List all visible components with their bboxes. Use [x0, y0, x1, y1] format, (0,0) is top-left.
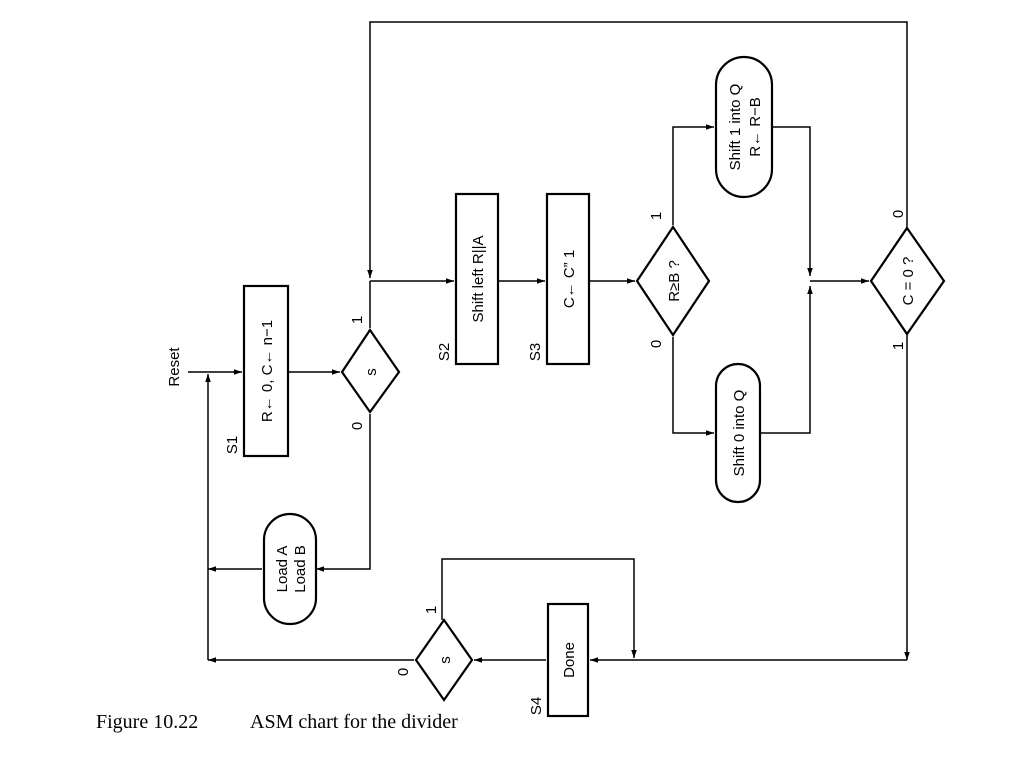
state-s4-name: S4 — [528, 697, 545, 715]
state-s2-text: Shift left R||A — [470, 236, 487, 323]
state-s1-text: R← 0, C← n−1 — [259, 320, 276, 422]
decision-s-bottom-shape — [414, 618, 474, 702]
s-false-line — [316, 414, 371, 572]
decision-c-zero-true-label: 1 — [890, 342, 907, 350]
s-bottom-true-line — [441, 558, 637, 658]
decision-s-top-text: s — [363, 368, 380, 376]
decision-s-top-false-label: 0 — [349, 422, 366, 430]
state-s3: C← C” 1 — [545, 192, 591, 366]
state-s4-box — [546, 602, 590, 718]
output-shift1-shape — [714, 55, 774, 199]
output-shift1-line1: Shift 1 into Q — [727, 84, 744, 171]
output-load-line2: Load B — [292, 545, 309, 593]
decision-c-zero: C = 0 ? — [869, 226, 946, 336]
decision-s-top: s — [340, 328, 401, 414]
output-shift0-shape — [714, 362, 762, 504]
state-s4-text: Done — [561, 642, 578, 678]
state-s2: Shift left R||A — [454, 192, 500, 366]
state-s2-name: S2 — [436, 343, 453, 361]
decision-r-ge-b: R≥B ? — [635, 225, 711, 337]
shift0-out-line — [760, 286, 813, 434]
decision-s-bottom: s — [414, 618, 474, 702]
output-shift0-line1: Shift 0 into Q — [731, 390, 748, 477]
output-shift1: Shift 1 into Q R← R−B — [714, 55, 774, 199]
decision-s-bottom-true-label: 1 — [423, 606, 440, 614]
decision-r-ge-b-text: R≥B ? — [666, 260, 683, 302]
decision-r-ge-b-true-label: 1 — [648, 212, 665, 220]
decision-r-ge-b-shape — [635, 225, 711, 337]
loop-back-line — [367, 21, 908, 278]
state-s1: R← 0, C← n−1 — [242, 284, 290, 458]
reset-label: Reset — [166, 347, 183, 387]
state-s1-box — [242, 284, 290, 458]
output-shift0: Shift 0 into Q — [714, 362, 762, 504]
output-load-line1: Load A — [274, 546, 291, 593]
rgeb-false-line — [672, 337, 714, 436]
figure-caption-text: ASM chart for the divider — [250, 711, 458, 733]
state-s4: Done — [546, 602, 590, 718]
output-load-shape — [262, 512, 318, 626]
figure-caption-number: Figure 10.22 — [96, 711, 198, 733]
output-load: Load A Load B — [262, 512, 318, 626]
output-shift1-line2: R← R−B — [747, 97, 764, 157]
rgeb-true-line — [672, 124, 714, 225]
decision-c-zero-shape — [869, 226, 946, 336]
state-s3-text: C← C” 1 — [561, 250, 578, 308]
state-s3-name: S3 — [527, 343, 544, 361]
shift1-out-line — [772, 126, 813, 276]
decision-c-zero-text: C = 0 ? — [900, 257, 917, 306]
decision-s-bottom-text: s — [437, 656, 454, 664]
decision-r-ge-b-false-label: 0 — [648, 340, 665, 348]
decision-s-top-true-label: 1 — [349, 316, 366, 324]
decision-c-zero-false-label: 0 — [890, 210, 907, 218]
state-s2-box — [454, 192, 500, 366]
state-s3-box — [545, 192, 591, 366]
decision-s-bottom-false-label: 0 — [395, 668, 412, 676]
decision-s-top-shape — [340, 328, 401, 414]
state-s1-name: S1 — [224, 436, 241, 454]
